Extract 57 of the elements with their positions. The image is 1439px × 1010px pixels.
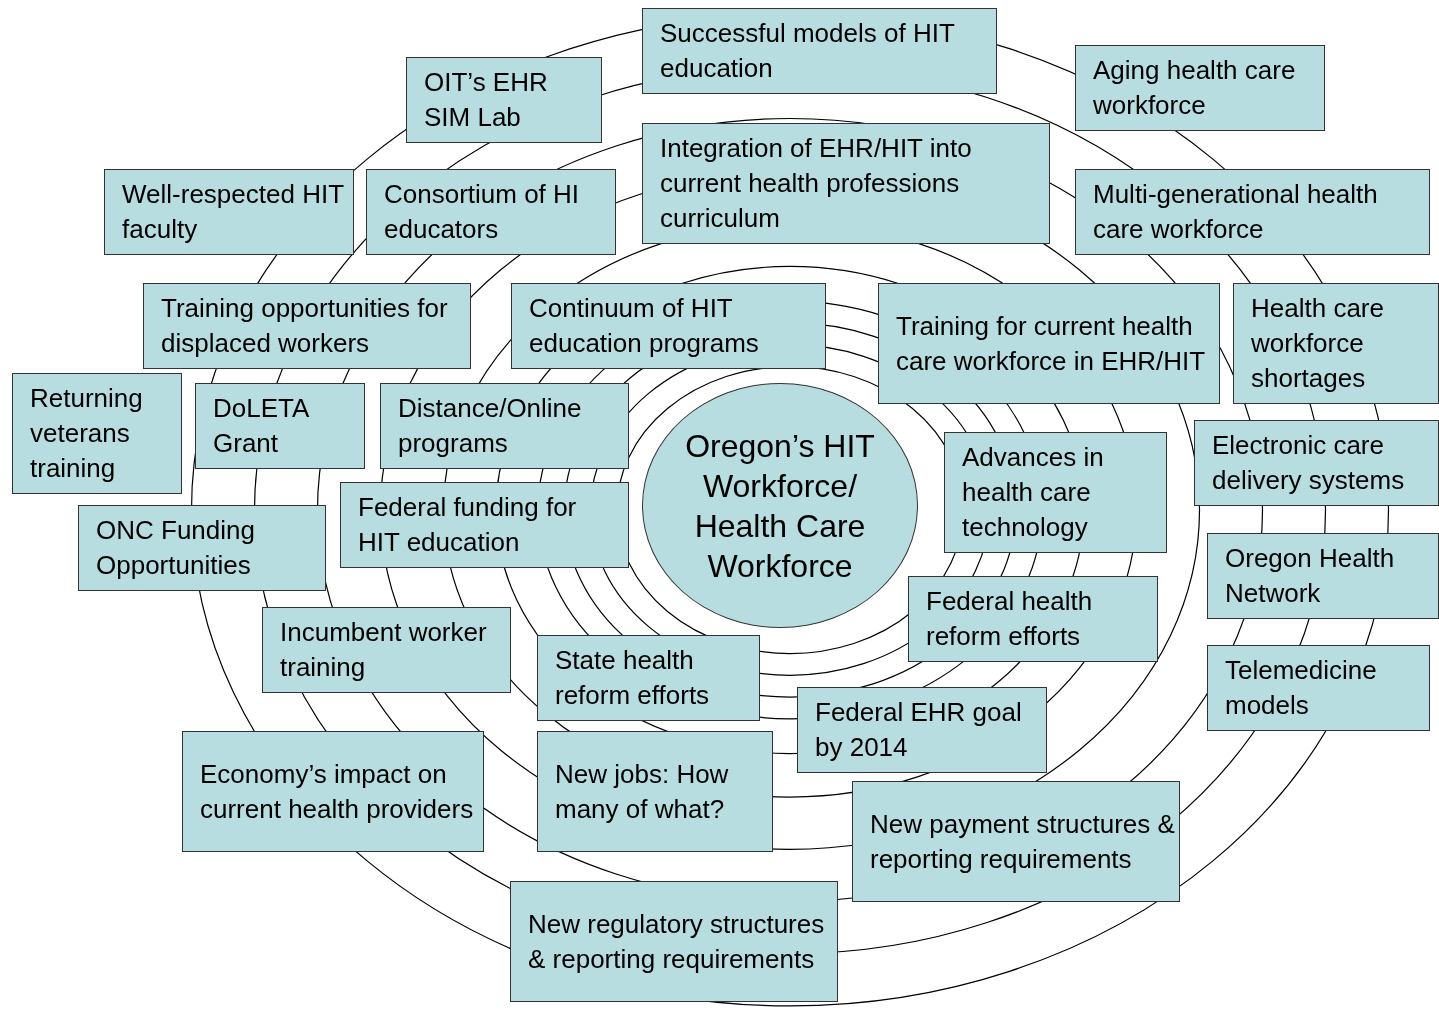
topic-text: Multi-generational health care workforce [1093, 178, 1379, 246]
topic-text: Training opportunities for displaced workers [161, 292, 449, 360]
topic-box [642, 123, 1050, 244]
topic-box [642, 8, 997, 94]
topic-box [1207, 645, 1430, 731]
topic-text: Consortium of HI educators [384, 178, 581, 246]
topic-box [944, 432, 1167, 553]
topic-text: Incumbent worker training [280, 616, 488, 684]
topic-text: Federal funding for HIT education [358, 491, 578, 559]
topic-box [1075, 169, 1430, 255]
topic-text: Oregon Health Network [1225, 542, 1396, 610]
topic-text: New regulatory structures & reporting requirements [528, 907, 826, 976]
topic-text: Successful models of HIT education [660, 17, 956, 85]
topic-text: Distance/Online programs [398, 392, 583, 460]
topic-text: Economy’s impact on current health providers [200, 757, 475, 826]
topic-box [1233, 283, 1439, 404]
topic-box [878, 283, 1220, 404]
topic-text: State health reform efforts [555, 644, 711, 712]
topic-box [797, 687, 1047, 773]
topic-box [510, 881, 838, 1002]
topic-box [340, 482, 629, 568]
topic-text: Federal EHR goal by 2014 [815, 696, 1023, 764]
topic-text: Electronic care delivery systems [1212, 429, 1406, 497]
topic-text: Integration of EHR/HIT into current health professions curriculum [660, 132, 973, 235]
topic-box [852, 781, 1180, 902]
topic-text: ONC Funding Opportunities [96, 514, 256, 582]
topic-text: New jobs: How many of what? [555, 757, 730, 826]
topic-text: Telemedicine models [1225, 654, 1378, 722]
topic-box [143, 283, 471, 369]
topic-box [537, 635, 760, 721]
topic-text: Returning veterans training [30, 382, 144, 485]
topic-box [380, 383, 629, 469]
topic-box [908, 576, 1158, 662]
topic-text: Aging health care workforce [1093, 54, 1297, 122]
topic-box [1207, 533, 1439, 619]
topic-box [195, 383, 365, 469]
topic-text: OIT’s EHR SIM Lab [424, 66, 549, 134]
topic-text: Federal health reform efforts [926, 585, 1094, 653]
topic-box [78, 505, 326, 591]
center-title: Oregon’s HIT Workforce/ Health Care Workforce [684, 426, 876, 586]
topic-text: Continuum of HIT education programs [529, 292, 760, 360]
topic-text: Training for current health care workforce in EHR/HIT [896, 309, 1207, 378]
topic-text: Advances in health care technology [962, 441, 1105, 544]
topic-box [12, 373, 182, 494]
topic-box [262, 607, 511, 693]
topic-text: New payment structures & reporting requirements [870, 807, 1175, 876]
topic-box [1075, 45, 1325, 131]
topic-box [511, 283, 826, 369]
topic-text: Health care workforce shortages [1251, 292, 1385, 395]
topic-box [1194, 420, 1439, 506]
topic-box [182, 731, 484, 852]
topic-box [537, 731, 773, 852]
topic-box [406, 57, 602, 143]
topic-box [366, 169, 616, 255]
topic-box [104, 169, 354, 255]
topic-text: DoLETA Grant [213, 392, 310, 460]
topic-text: Well-respected HIT faculty [122, 178, 345, 246]
